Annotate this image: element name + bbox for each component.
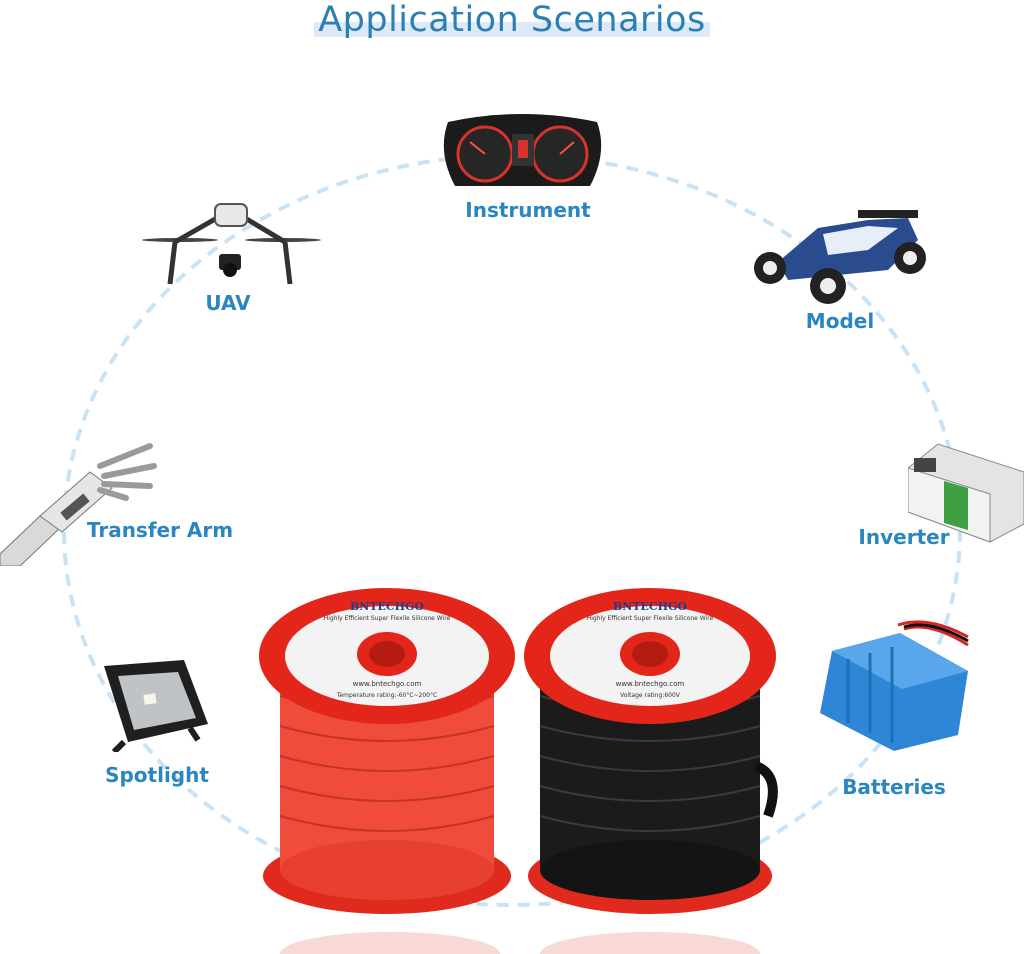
- spool-subtitle-2: Highly Efficient Super Flexile Silicone …: [586, 615, 714, 622]
- spool-reflection: [280, 932, 760, 954]
- battery-pack-icon: [820, 620, 969, 751]
- label-spotlight: Spotlight: [105, 763, 209, 787]
- title-wrap: Application Scenarios: [0, 0, 1024, 40]
- label-transfer-arm: Transfer Arm: [86, 518, 234, 542]
- dashboard-icon: [443, 114, 602, 186]
- label-instrument: Instrument: [465, 198, 591, 222]
- spool-temp-rating: Temperature rating:-60°C~200°C: [336, 692, 438, 699]
- rc-car-icon: [754, 210, 926, 304]
- spool-website-2: www.bntechgo.com: [615, 680, 685, 688]
- floodlight-icon: [104, 660, 208, 752]
- black-wire-spool: BNTECHGO Highly Efficient Super Flexile …: [520, 586, 780, 916]
- page-title: Application Scenarios: [314, 0, 710, 40]
- label-model: Model: [805, 309, 875, 333]
- robot-arm-icon: [0, 443, 157, 566]
- spool-voltage-rating: Voltage rating:600V: [620, 692, 680, 699]
- spool-website: www.bntechgo.com: [352, 680, 422, 688]
- spool-brand-2: BNTECHGO: [612, 600, 688, 613]
- label-uav: UAV: [205, 291, 251, 315]
- inverter-icon: [908, 443, 1024, 543]
- spool-subtitle: Highly Efficient Super Flexile Silicone …: [323, 615, 451, 622]
- drone-icon: [142, 203, 321, 285]
- red-wire-spool: BNTECHGO Highly Efficient Super Flexile …: [256, 586, 518, 916]
- label-inverter: Inverter: [858, 525, 950, 549]
- spool-brand: BNTECHGO: [349, 600, 425, 613]
- label-batteries: Batteries: [842, 775, 946, 799]
